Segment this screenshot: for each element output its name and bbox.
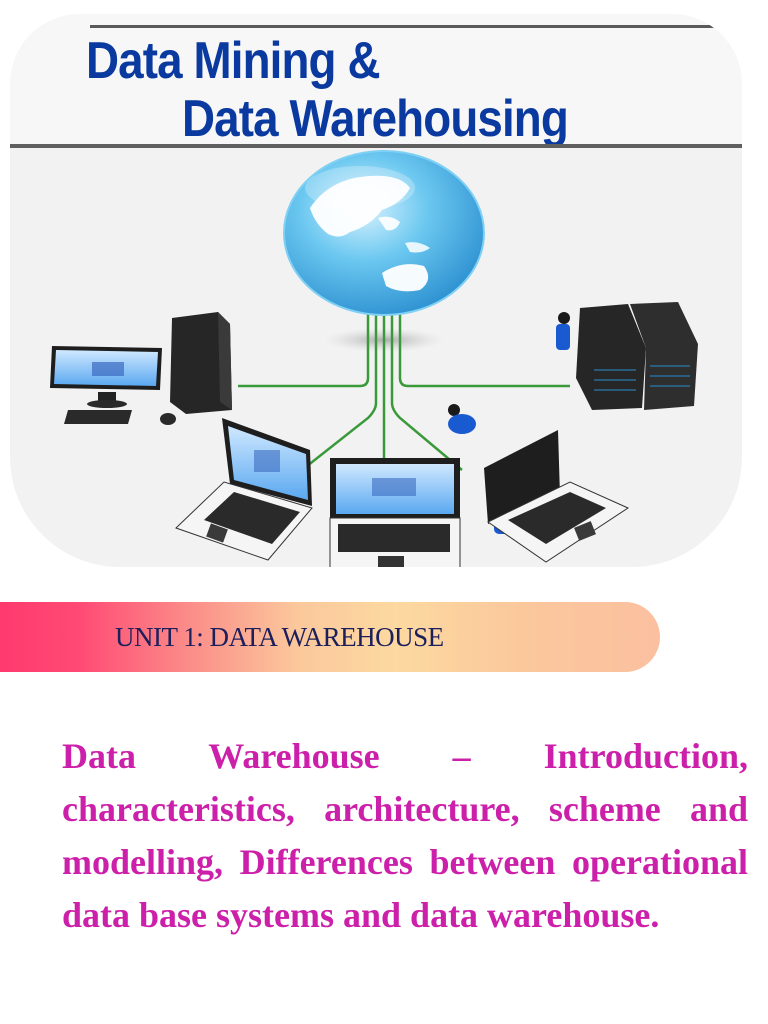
network-cables (238, 312, 570, 471)
server-rack-icon (576, 302, 698, 410)
title-area (10, 14, 742, 146)
globe-icon (283, 150, 485, 316)
network-illustration (50, 150, 698, 567)
cover-image-card: Data Mining & Data Warehousing (10, 14, 742, 567)
title-line-1: Data Mining & (86, 32, 381, 90)
bottom-divider (10, 144, 742, 148)
unit-description: Data Warehouse – Introduction, character… (62, 736, 748, 935)
top-divider (90, 25, 730, 28)
unit-banner: UNIT 1: DATA WAREHOUSE (0, 602, 660, 672)
laptop-center-icon (329, 458, 461, 567)
laptop-left-icon (175, 418, 313, 561)
laptop-right-icon (484, 430, 630, 563)
desktop-computer-icon (50, 312, 232, 425)
unit-title: UNIT 1: DATA WAREHOUSE (115, 622, 444, 652)
title-line-2: Data Warehousing (182, 90, 569, 148)
